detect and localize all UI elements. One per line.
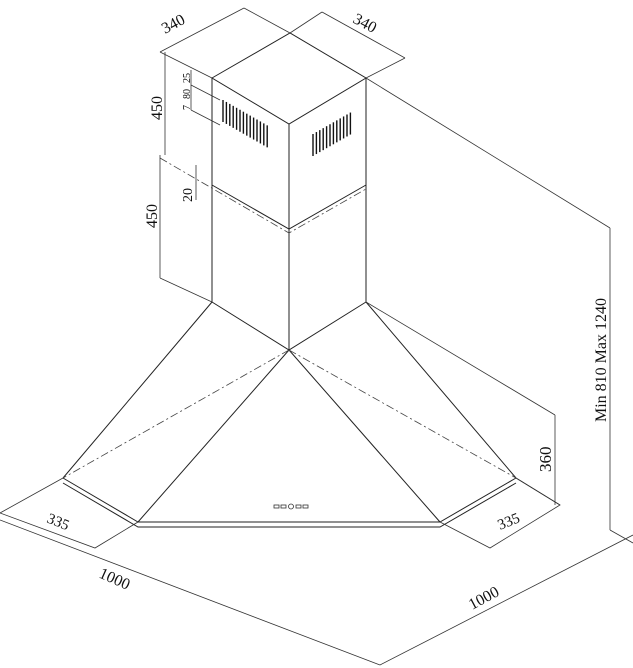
dim-total-height: Min 810 Max 1240 bbox=[593, 298, 610, 422]
chimney-top-face bbox=[211, 32, 367, 125]
dim-edge-left: 335 bbox=[45, 511, 72, 534]
chimney-seam bbox=[211, 184, 367, 230]
vent-left-icon bbox=[222, 100, 268, 148]
dim-chimney-width-left: 340 bbox=[159, 11, 188, 37]
dim-width-left: 1000 bbox=[96, 565, 132, 594]
dim-overlap: 20 bbox=[181, 188, 196, 202]
chimney-seam-hidden bbox=[159, 157, 367, 234]
control-panel-icon bbox=[273, 503, 309, 510]
vent-right-icon bbox=[312, 112, 352, 156]
dim-upper-chimney-height: 450 bbox=[149, 96, 166, 120]
dim-width-right: 1000 bbox=[466, 583, 502, 613]
dim-vent-height: 80 bbox=[182, 89, 193, 99]
dim-edge-right: 335 bbox=[496, 510, 523, 533]
hood-body bbox=[62, 301, 517, 528]
dim-lower-chimney-height: 450 bbox=[144, 204, 161, 228]
dim-hood-height: 360 bbox=[536, 447, 555, 473]
dim-chimney-width-right: 340 bbox=[350, 11, 379, 37]
dim-vent-offset-small: 7 bbox=[182, 105, 193, 110]
dim-vent-offset-top: 25 bbox=[182, 73, 193, 83]
dimension-lines bbox=[0, 7, 633, 666]
